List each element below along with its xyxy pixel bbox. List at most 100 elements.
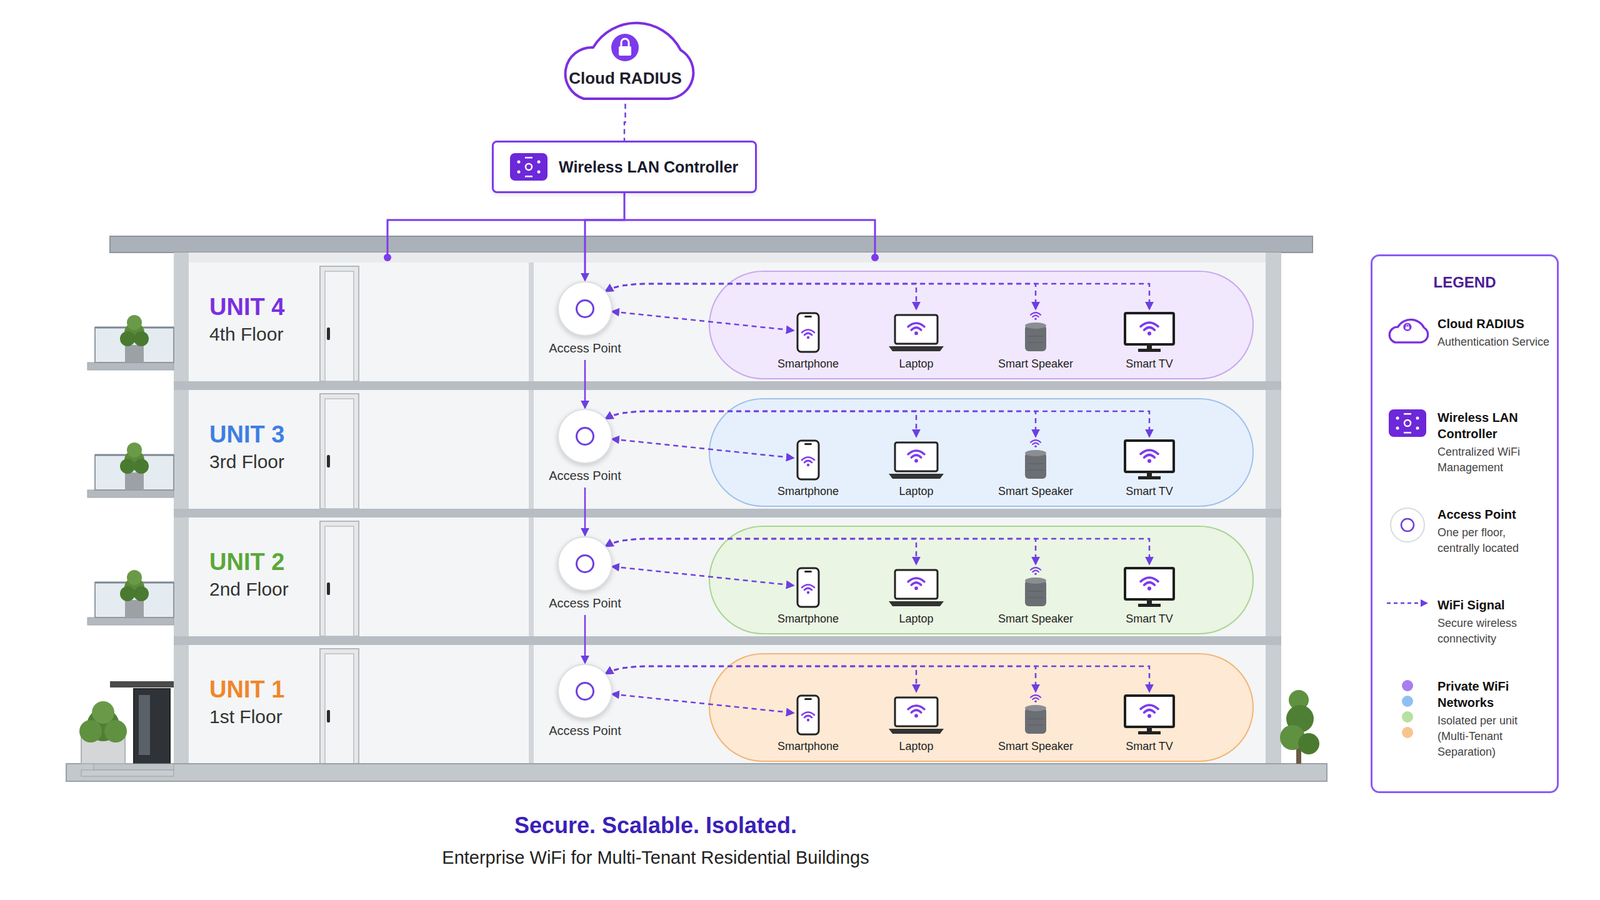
device-label: Smart TV xyxy=(1125,612,1174,626)
legend-sample xyxy=(1381,678,1434,741)
access-point-ring xyxy=(575,426,595,446)
private-network-zones xyxy=(709,271,1254,762)
unit-name: UNIT 4 xyxy=(209,293,285,321)
device-icon-wrap xyxy=(1123,438,1176,482)
legend-heading: Private WiFi Networks xyxy=(1437,678,1550,711)
wireless-link xyxy=(606,283,1150,309)
wired-link xyxy=(584,360,587,408)
device-label: Smart TV xyxy=(1125,357,1174,371)
wireless-link xyxy=(624,103,626,141)
smartphone-icon xyxy=(795,311,821,354)
device-label: Smart Speaker xyxy=(998,357,1074,371)
legend-sample xyxy=(1381,596,1434,610)
wireless-link xyxy=(612,439,794,459)
wireless-link xyxy=(606,666,1150,692)
controller-bus xyxy=(383,220,879,262)
device: Smart Speaker xyxy=(988,693,1083,757)
device: Laptop xyxy=(869,693,964,757)
device-icon-wrap xyxy=(795,693,821,737)
smart-speaker-icon xyxy=(1020,693,1052,737)
wireless-link xyxy=(612,566,794,586)
device-icon-wrap xyxy=(1020,693,1052,737)
smart-tv-icon xyxy=(1123,693,1176,737)
floor-name: 4th Floor xyxy=(209,323,284,345)
smart-speaker-icon xyxy=(1020,438,1052,482)
smart-speaker-icon xyxy=(1020,311,1052,354)
unit-name: UNIT 2 xyxy=(209,548,285,576)
access-point-label: Access Point xyxy=(541,341,629,356)
smart-tv-icon xyxy=(1123,311,1176,354)
legend-description: Secure wireless connectivity xyxy=(1437,615,1550,647)
controller-icon-wrap xyxy=(510,153,548,181)
smart-speaker-icon xyxy=(1020,566,1052,609)
device-label: Smartphone xyxy=(777,612,839,626)
cloud-label: Cloud RADIUS xyxy=(546,68,705,89)
controller-icon xyxy=(1388,409,1427,437)
device: Smart TV xyxy=(1102,693,1197,757)
legend-text: Wireless LAN ControllerCentralized WiFi … xyxy=(1437,409,1550,476)
access-point-ring xyxy=(575,554,595,574)
access-point: Access Point xyxy=(541,281,629,359)
access-point-disc xyxy=(557,281,613,337)
wireless-link xyxy=(606,411,1150,437)
device: Smart Speaker xyxy=(988,311,1083,374)
device: Smart TV xyxy=(1102,311,1197,374)
device-icon-wrap xyxy=(1020,311,1052,354)
wireless-link xyxy=(606,411,1036,437)
legend-description: Authentication Service xyxy=(1437,334,1550,350)
legend-heading: Access Point xyxy=(1437,506,1550,523)
access-point-ring xyxy=(575,681,595,701)
legend-sample xyxy=(1381,409,1434,437)
unit-floor: UNIT 22nd Floor Access PointSmartphone Lap… xyxy=(188,517,1266,637)
legend-description: Isolated per unit (Multi-Tenant Separati… xyxy=(1437,713,1550,761)
device: Laptop xyxy=(869,311,964,374)
access-point-disc xyxy=(557,536,613,592)
laptop-icon xyxy=(887,438,945,482)
device: Smartphone xyxy=(761,311,855,374)
unit-name: UNIT 3 xyxy=(209,421,285,449)
device-label: Laptop xyxy=(898,612,934,626)
legend-sample xyxy=(1381,315,1434,345)
device-label: Smart TV xyxy=(1125,485,1174,499)
access-point: Access Point xyxy=(541,408,629,487)
smartphone-icon xyxy=(795,566,821,609)
legend-box: Cloud RADIUS Authentication ServiceWirele… xyxy=(1370,254,1559,794)
legend-heading: Wireless LAN Controller xyxy=(1437,409,1550,442)
access-point-ring xyxy=(575,299,595,319)
device: Smart Speaker xyxy=(988,438,1083,502)
unit-floor: UNIT 33rd FloorAccess PointSmartphoneLap… xyxy=(188,390,1266,509)
laptop-icon xyxy=(887,311,945,354)
device-label: Laptop xyxy=(898,357,934,371)
access-point: Access Point xyxy=(541,536,629,614)
floor-name: 2nd Floor xyxy=(209,578,289,600)
legend-heading: Cloud RADIUS xyxy=(1437,315,1550,332)
device-icon-wrap xyxy=(1020,566,1052,609)
device: Smart TV xyxy=(1102,566,1197,629)
building xyxy=(66,236,1327,782)
device: Smartphone xyxy=(761,438,855,502)
diagram-caption: Enterprise WiFi for Multi-Tenant Residen… xyxy=(280,847,1031,869)
wireless-link xyxy=(612,311,794,331)
device-icon-wrap xyxy=(795,438,821,482)
device: Smartphone xyxy=(761,693,855,757)
wired-link xyxy=(584,487,587,535)
device-label: Laptop xyxy=(898,740,934,754)
device-icon-wrap xyxy=(795,566,821,609)
controller-label: Wireless LAN Controller xyxy=(558,158,739,177)
wireless-link xyxy=(606,538,917,564)
wireless-link xyxy=(606,666,917,692)
cloud-service: Cloud RADIUS xyxy=(546,11,705,104)
wired-link xyxy=(585,193,625,280)
access-point-disc xyxy=(557,663,613,719)
device-label: Smart Speaker xyxy=(998,485,1074,499)
device: Smart TV xyxy=(1102,438,1197,502)
access-point-disc xyxy=(557,408,613,464)
device-label: Smartphone xyxy=(777,740,839,754)
floor-name: 1st Floor xyxy=(209,706,283,728)
cloud-shape xyxy=(546,11,705,104)
controller-icon xyxy=(510,153,548,181)
device-icon-wrap xyxy=(1123,566,1176,609)
device-icon-wrap xyxy=(887,693,945,737)
wireless-link xyxy=(606,538,1036,564)
